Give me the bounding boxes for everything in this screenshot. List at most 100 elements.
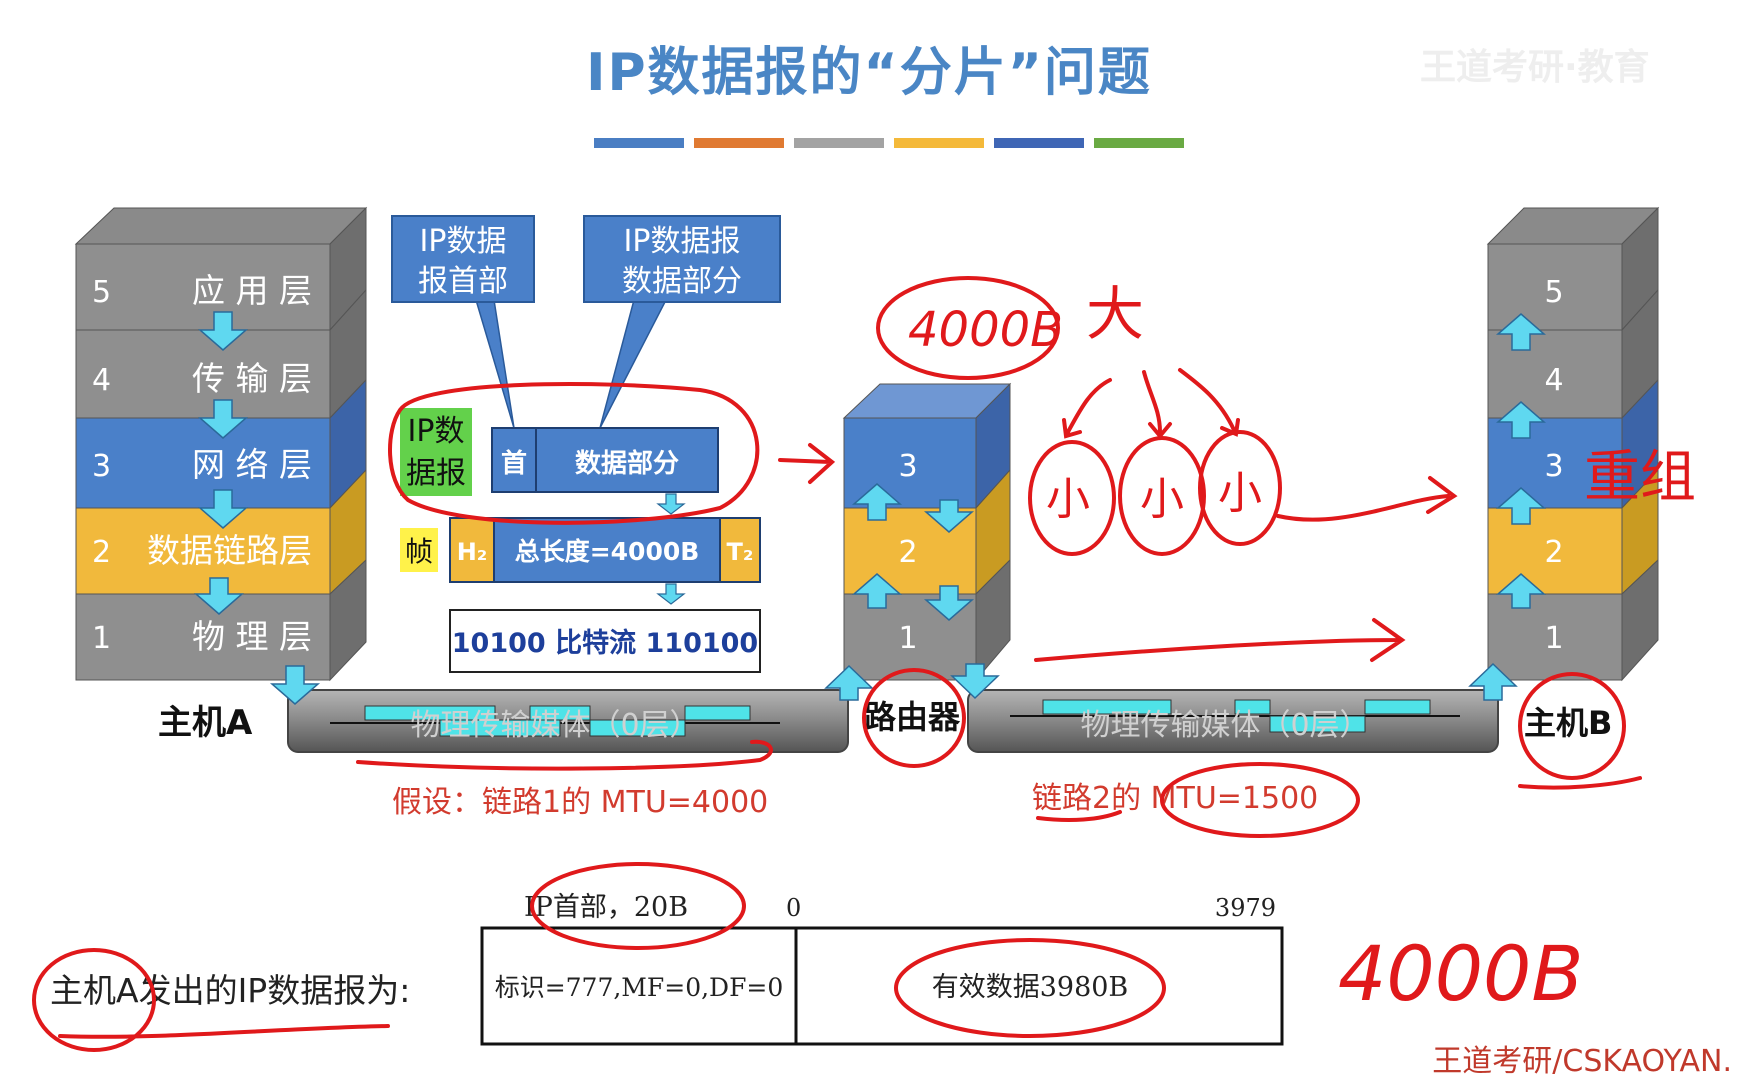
datagram-header-cell: 标识=777,MF=0,DF=0	[495, 973, 784, 1002]
host-a-layer-2-name: 数据链路层	[147, 531, 312, 570]
datagram-data-cell: 有效数据3980B	[932, 972, 1129, 1003]
down-arrow-icon	[923, 585, 975, 621]
fragment-arrow-left	[1062, 378, 1112, 439]
router-layer-3: 3	[898, 449, 917, 484]
ip-header-cell: 首	[501, 448, 527, 479]
header-callout-line2: 报首部	[418, 264, 508, 299]
host-a-layer-1-num: 1	[92, 621, 111, 656]
annotation-bottom-size: 4000B	[1338, 929, 1584, 1018]
annotation-big: 大	[1086, 280, 1144, 348]
host-a-stack: 5 应 用 层 4 传 输 层 3 网 络 层 2 数据链路层 1 物 理 层	[74, 206, 368, 705]
down-arrow-icon	[923, 499, 975, 533]
router-layer-1: 1	[898, 621, 917, 656]
host-b-label: 主机B	[1524, 704, 1612, 742]
packet-arrow	[778, 443, 836, 484]
medium-2: 物理传输媒体（0层）	[967, 689, 1499, 753]
datagram-caption: 主机A发出的IP数据报为:	[50, 971, 410, 1010]
datagram-table: 标识=777,MF=0,DF=0 有效数据3980B	[480, 926, 1284, 1046]
up-arrow-icon	[851, 483, 903, 521]
header-callout: IP数据 报首部	[391, 215, 535, 429]
bitstream-box: 10100 比特流 110100	[449, 609, 761, 673]
up-arrow-icon	[824, 664, 874, 701]
data-circle	[894, 938, 1166, 1038]
ip-header-circle	[530, 862, 746, 950]
link2-mtu-note: 链路2的 MTU=1500	[1032, 781, 1318, 816]
down-arrow-icon	[950, 663, 1000, 700]
down-arrow-icon	[193, 311, 321, 705]
size-circle	[876, 276, 1060, 380]
caption-circle	[32, 948, 156, 1052]
fragment-circle-2	[1118, 436, 1206, 556]
mtu-1500-circle	[1160, 762, 1360, 838]
data-callout-line2: 数据部分	[622, 264, 742, 299]
host-a-layer-2-num: 2	[92, 535, 111, 570]
color-bar-segment	[894, 138, 984, 148]
packet-circle	[388, 382, 760, 525]
data-callout-line1: IP数据报	[624, 224, 741, 259]
fragment-arrow-right	[1178, 368, 1240, 437]
annotation-small-1: 小	[1046, 474, 1090, 525]
annotation-small-3: 小	[1218, 468, 1262, 519]
host-b-stack: 5 4 3 2 1	[1468, 206, 1660, 701]
offset-end-label: 3979	[1215, 894, 1276, 922]
annotation-reassemble: 重组	[1584, 445, 1696, 510]
red-annotations	[32, 276, 1642, 1052]
data-callout: IP数据报 数据部分	[583, 215, 781, 429]
bitstream-label: 10100 比特流 110100	[452, 628, 758, 659]
annotation-small-2: 小	[1140, 474, 1184, 525]
medium-1-label: 物理传输媒体（0层）	[410, 708, 699, 743]
ip-datagram-label-line2: 据报	[406, 456, 466, 491]
host-b-layer-4: 4	[1544, 363, 1563, 398]
link1-underline	[356, 739, 773, 771]
color-bar-segment	[794, 138, 884, 148]
fragment-circle-1	[1028, 440, 1116, 556]
router-layer-2: 2	[898, 535, 917, 570]
host-a-layer-1-name: 物 理 层	[192, 617, 312, 656]
medium-2-label: 物理传输媒体（0层）	[1080, 708, 1369, 743]
ip-datagram-block: IP数 据报 首 数据部分	[400, 408, 719, 496]
link1-mtu-note: 假设：链路1的 MTU=4000	[392, 785, 768, 820]
host-b-layer-2: 2	[1544, 535, 1563, 570]
fragment-arrow-mid	[1142, 370, 1172, 440]
down-arrow-icon	[656, 493, 686, 605]
ip-datagram-label-line1: IP数	[408, 414, 465, 449]
up-arrow-icon	[1468, 313, 1547, 701]
host-a-layer-3-name: 网 络 层	[192, 445, 312, 484]
router-circle	[862, 668, 966, 768]
caption-underline	[58, 1024, 390, 1039]
color-bar-segment	[994, 138, 1084, 148]
color-bar-segment	[694, 138, 784, 148]
router-arrows	[824, 483, 1000, 701]
header-callout-line1: IP数据	[420, 224, 507, 259]
ip-data-cell: 数据部分	[575, 449, 679, 479]
up-arrow-icon	[851, 573, 903, 609]
frame-tail: T₂	[727, 538, 754, 566]
link2-arrow	[1034, 618, 1406, 662]
fragment-circle-3	[1198, 430, 1282, 546]
color-bar-segment	[1094, 138, 1184, 148]
frame-label: 帧	[405, 535, 433, 568]
host-b-circle	[1518, 672, 1626, 780]
frame-block: 帧 H₂ 总长度=4000B T₂	[400, 517, 761, 583]
link2-underline	[1036, 810, 1122, 822]
watermark: 王道考研·教育	[1420, 47, 1650, 88]
frame-body: 总长度=4000B	[515, 537, 700, 566]
host-a-layer-5-name: 应 用 层	[192, 271, 312, 310]
color-bar-segment	[594, 138, 684, 148]
host-b-layer-1: 1	[1544, 621, 1563, 656]
annotation-big-size: 4000B	[908, 302, 1063, 358]
router-stack: 3 2 1	[824, 382, 1012, 701]
frame-head: H₂	[457, 538, 488, 566]
to-host-b-arrow	[1276, 476, 1458, 522]
host-a-layer-4-name: 传 输 层	[192, 359, 312, 398]
host-a-layer-4-num: 4	[92, 363, 111, 398]
offset-start-label: 0	[786, 894, 801, 922]
host-a-layer-5-num: 5	[92, 275, 111, 310]
medium-1: 物理传输媒体（0层）	[287, 689, 849, 753]
slide-title: IP数据报的“分片”问题	[586, 43, 1152, 103]
router-label: 路由器	[864, 698, 961, 736]
host-a-label: 主机A	[158, 703, 253, 743]
host-b-underline	[1518, 776, 1642, 790]
host-a-layer-3-num: 3	[92, 449, 111, 484]
